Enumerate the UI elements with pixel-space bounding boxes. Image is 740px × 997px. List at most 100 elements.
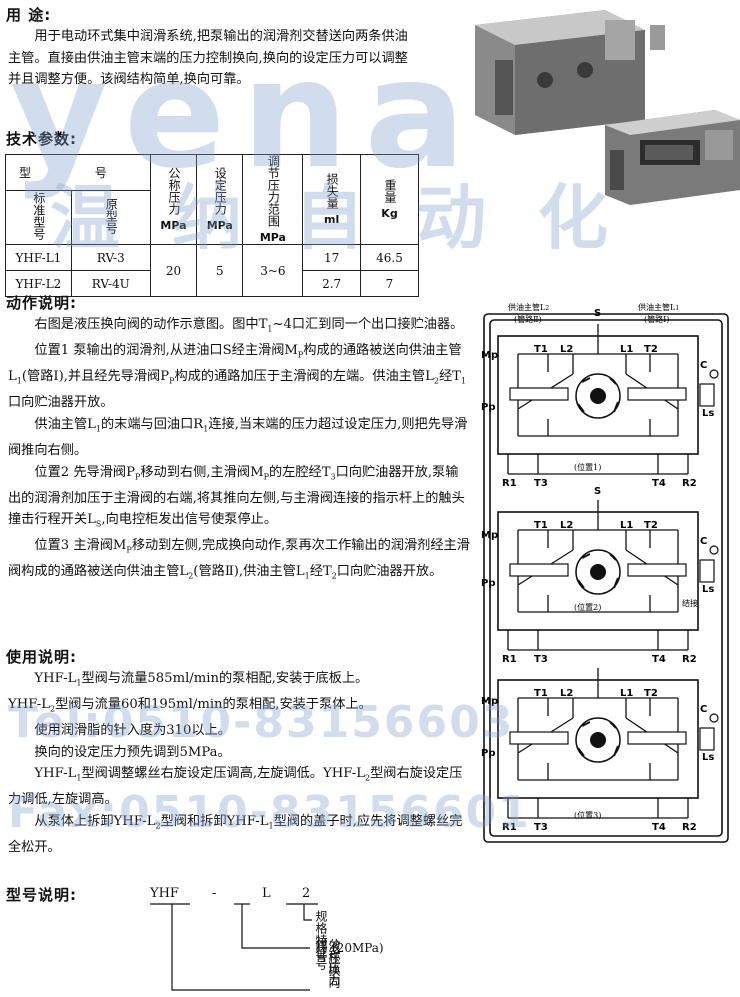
spec-header-type: 型 号 — [5, 154, 151, 191]
diag-pp-3: Pp — [481, 748, 496, 759]
diag-t4-1: T4 — [652, 478, 666, 489]
diag-t1-2: T1 — [534, 520, 548, 531]
spec-r1-weight: 46.5 — [360, 244, 419, 271]
diag-c-1: C — [700, 360, 707, 371]
diag-l2-2: L2 — [560, 520, 573, 531]
model-code-dash: - — [212, 886, 217, 901]
watermark-fax: Fax:0510-83156601 — [8, 787, 531, 838]
action-title: 动作说明: — [6, 294, 77, 312]
instr-4: 换向的设定压力预先调到5MPa。 — [34, 744, 231, 760]
diag-ls-2: Ls — [702, 584, 714, 595]
model-label-pressure: 公称压力代号 — [314, 938, 341, 986]
product-photo — [455, 0, 740, 215]
spec-header-loss: 损失量 ml — [302, 154, 361, 245]
spec-r2-weight: 7 — [360, 270, 419, 297]
model-title: 型号说明: — [6, 886, 77, 904]
diag-t2-1: T2 — [644, 344, 658, 355]
diag-t3-1: T3 — [534, 478, 548, 489]
instr-3: 使用润滑脂的针入度为310以上。 — [34, 723, 231, 739]
instr-text: YHF-L1型阀与流量585ml/min的泵相配,安装于底板上。 YHF-L2型… — [8, 668, 470, 859]
watermark-chinese: 温纳自动化 — [50, 177, 660, 259]
diag-l2-3: L2 — [560, 688, 573, 699]
diag-ls-3: Ls — [702, 752, 714, 763]
spec-header-adj: 调节压力范围 MPa — [242, 154, 304, 245]
diag-pp-2: Pp — [481, 578, 496, 589]
spec-r2-std: YHF-L2 — [5, 270, 72, 297]
diag-jie: 结接 — [682, 598, 698, 608]
spec-r2-orig: RV-4U — [70, 270, 151, 297]
diag-l1-1: L1 — [620, 344, 633, 355]
diag-c-3: C — [700, 704, 707, 715]
spec-r2-loss: 2.7 — [302, 270, 361, 297]
model-code-2: 2 — [302, 886, 311, 901]
model-label-spec: 规格特征号 — [314, 910, 328, 970]
action-text: 右图是液压换向阀的动作示意图。图中T1~4口汇到同一个出口接贮油器。 位置1 泵… — [8, 314, 470, 588]
diag-r1-1: R1 — [502, 478, 517, 489]
action-para-4: 位置2 先导滑阀PP移动到右侧,主滑阀MP的左腔经T3口向贮油器开放,泵输出的润… — [8, 464, 465, 529]
diag-t4-2: T4 — [652, 654, 666, 665]
diag-l1-3: L1 — [620, 688, 633, 699]
diag-r2-1: R2 — [682, 478, 697, 489]
diag-top-right-2: (管路Ⅰ) — [644, 314, 669, 324]
diag-t2-3: T2 — [644, 688, 658, 699]
spec-header-set: 设定压力 MPa — [196, 154, 244, 245]
spec-adj: 3~6 — [242, 244, 304, 297]
diag-l1-2: L1 — [620, 520, 633, 531]
instr-6: 从泵体上拆卸YHF-L2型阀和拆卸YHF-L1型阀的盖子时,应先将调整螺丝完全松… — [8, 813, 463, 856]
spec-set: 5 — [196, 244, 244, 297]
model-bracket-lines — [150, 903, 318, 991]
model-code-l: L — [262, 886, 271, 901]
spec-header-orig: 原型号 — [70, 189, 151, 246]
spec-r1-loss: 17 — [302, 244, 361, 271]
usage-text: 用于电动环式集中润滑系统,把泵输出的润滑剂交替送向两条供油主管。直接由供油主管末… — [8, 29, 408, 87]
diag-ls-1: Ls — [702, 408, 714, 419]
diag-top-left: 供油主管L2 — [508, 302, 549, 312]
diag-s-1: S — [594, 308, 601, 319]
diag-t1-3: T1 — [534, 688, 548, 699]
model-label-pressure-val: (20MPa) — [332, 941, 384, 955]
diag-t4-3: T4 — [652, 822, 666, 833]
spec-header-weight: 重量 Kg — [360, 154, 419, 245]
diag-s-2: S — [594, 486, 601, 497]
diag-pp-1: Pp — [481, 402, 496, 413]
instr-1: YHF-L1型阀与流量585ml/min的泵相配,安装于底板上。 — [34, 671, 369, 688]
watermark-phone: Tel:0510-83156603 — [8, 697, 515, 748]
instr-2: YHF-L2型阀与流量60和195ml/min的泵相配,安装于泵体上。 — [8, 697, 372, 714]
spec-r1-orig: RV-3 — [70, 244, 151, 271]
spec-title: 技术参数: — [6, 130, 77, 148]
spec-r1-std: YHF-L1 — [5, 244, 72, 271]
model-code-yhf: YHF — [150, 886, 179, 901]
instr-title: 使用说明: — [6, 648, 77, 666]
diag-r1-2: R1 — [502, 654, 517, 665]
action-para-2: 位置1 泵输出的润滑剂,从进油口S经主滑阀MP构成的通路被送向供油主管L1(管路… — [8, 343, 467, 411]
spec-header-nominal: 公称压力 MPa — [149, 154, 198, 245]
diag-r2-2: R2 — [682, 654, 697, 665]
diag-pos-3: (位置3) — [574, 810, 601, 820]
model-label-valve: 液压换向阀 — [314, 940, 341, 988]
diag-t1-1: T1 — [534, 344, 548, 355]
diag-r1-3: R1 — [502, 822, 517, 833]
diag-top-left-2: (管路Ⅱ) — [514, 314, 542, 324]
diag-pos-1: (位置1) — [574, 462, 601, 472]
diag-mp-1: Mp — [481, 350, 498, 361]
diag-t3-2: T3 — [534, 654, 548, 665]
usage-title: 用 途: — [6, 6, 52, 24]
instr-5: YHF-L1型阀调整螺丝右旋设定压调高,左旋调低。YHF-L2型阀右旋设定压力调… — [8, 766, 463, 808]
action-para-1: 右图是液压换向阀的动作示意图。图中T1~4口汇到同一个出口接贮油器。 — [34, 317, 464, 334]
action-para-5: 位置3 主滑阀MP移动到左侧,完成换向动作,泵再次工作输出的润滑剂经主滑阀构成的… — [8, 538, 470, 582]
diag-r2-3: R2 — [682, 822, 697, 833]
watermark-latin: yena — [10, 28, 482, 202]
diag-t2-2: T2 — [644, 520, 658, 531]
spec-table: 型 号 公称压力 MPa 设定压力 MPa 调节压力范围 MPa 损失量 ml … — [5, 154, 419, 297]
hydraulic-diagram: 供油主管L2 (管路Ⅱ) 供油主管L1 (管路Ⅰ) S Mp Pp T1 L2 … — [481, 302, 729, 843]
diag-pos-2: (位置2) — [574, 602, 601, 612]
diag-t3-3: T3 — [534, 822, 548, 833]
action-para-3: 供油主管L1的末端与回油口R1连接,当末端的压力超过设定压力,则把先导滑阀推向右… — [8, 416, 468, 459]
diag-top-right: 供油主管L1 — [638, 302, 679, 312]
spec-header-std: 标准型号 — [5, 189, 72, 246]
model-diagram: YHF - L 2 规格特征号 公称压力代号 (20MPa) — [150, 886, 510, 996]
diag-mp-3: Mp — [481, 696, 498, 707]
diag-l2-1: L2 — [560, 344, 573, 355]
diag-mp-2: Mp — [481, 530, 498, 541]
diag-c-2: C — [700, 536, 707, 547]
